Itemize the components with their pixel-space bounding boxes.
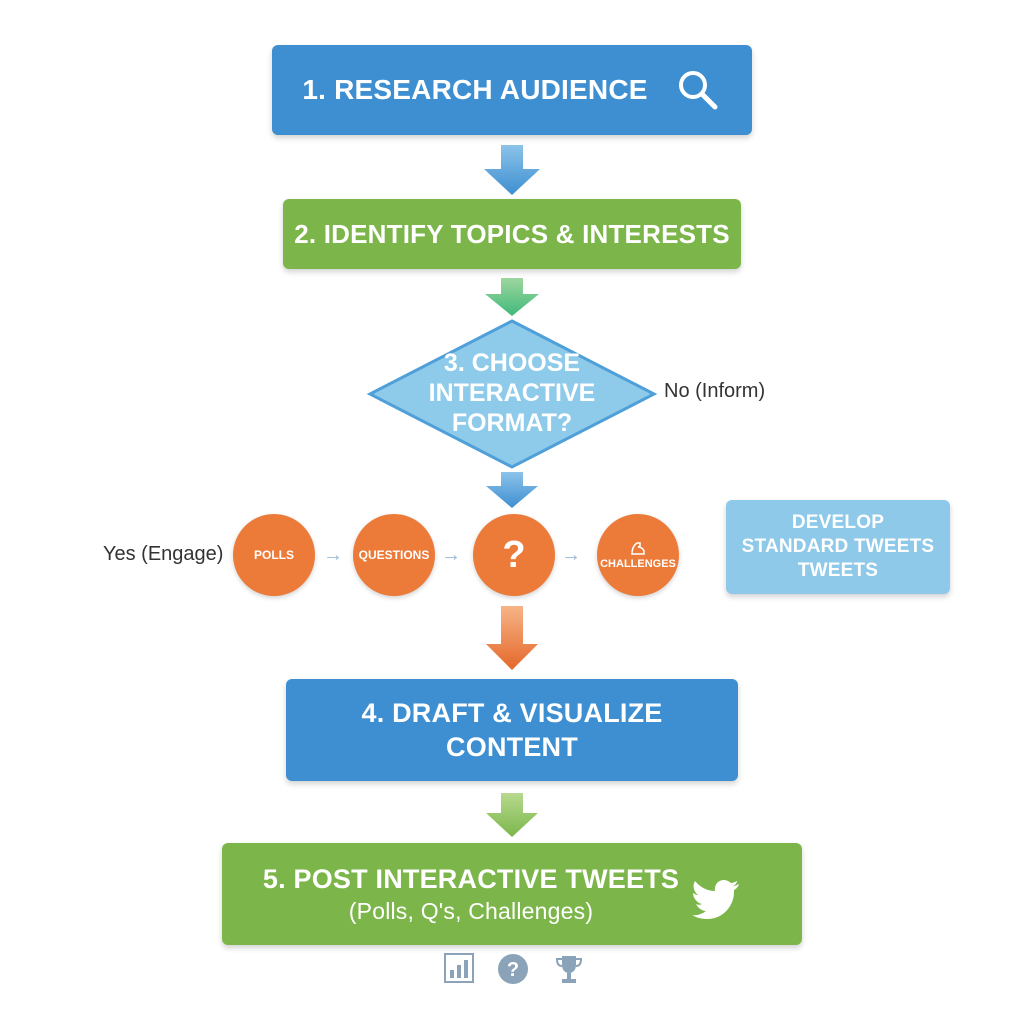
decision-label-line3: FORMAT? — [451, 409, 573, 437]
step-identify-topics-label: 2. IDENTIFY TOPICS & INTERESTS — [294, 218, 730, 249]
svg-text:?: ? — [507, 959, 519, 981]
step-draft-visualize-line1: 4. DRAFT & VISUALIZE — [361, 698, 663, 728]
question-icon: ? — [498, 954, 528, 984]
decision-label-line2: INTERACTIVE — [428, 379, 596, 407]
arrow-polls-to-questions: → — [323, 544, 343, 566]
format-questions: QUESTIONS — [353, 514, 435, 596]
format-questions-label: QUESTIONS — [358, 548, 430, 562]
magnifier-icon — [678, 71, 718, 110]
arrow-4-to-5 — [486, 793, 538, 837]
format-question-mark: ? — [473, 514, 555, 596]
arrow-2-to-3 — [485, 278, 539, 316]
develop-standard-tweets-box: DEVELOP STANDARD TWEETS TWEETS — [726, 500, 950, 594]
bar-chart-icon — [444, 953, 474, 983]
trophy-icon — [555, 956, 583, 983]
format-polls-label: POLLS — [253, 548, 294, 562]
bird-icon — [692, 880, 740, 919]
arrow-formats-to-4 — [486, 606, 538, 670]
decision-diamond — [366, 319, 658, 469]
step-draft-visualize-line2: CONTENT — [446, 732, 578, 762]
step-draft-visualize: 4. DRAFT & VISUALIZE CONTENT — [286, 679, 738, 781]
arrow-3-to-formats — [486, 472, 538, 508]
step-identify-topics: 2. IDENTIFY TOPICS & INTERESTS — [283, 199, 741, 269]
standard-line3: TWEETS — [797, 560, 879, 581]
format-challenges-label: CHALLENGES — [600, 558, 676, 570]
yes-branch-label: Yes (Engage) — [103, 543, 224, 565]
arrow-question-mark-to-challenges: → — [561, 544, 581, 566]
format-challenges: CHALLENGES — [597, 514, 679, 596]
step-post-tweets-line1: 5. POST INTERACTIVE TWEETS — [262, 864, 680, 894]
step-post-tweets-line2: (Polls, Q's, Challenges) — [348, 898, 594, 924]
format-polls: POLLS — [233, 514, 315, 596]
step-post-tweets-text: 5. POST INTERACTIVE TWEETS (Polls, Q's, … — [263, 862, 679, 926]
question-mark-label: ? — [502, 533, 526, 576]
step-research-audience: 1. RESEARCH AUDIENCE — [272, 45, 752, 135]
decision-label-line1: 3. CHOOSE — [443, 349, 581, 377]
decision-label: 3. CHOOSE INTERACTIVE FORMAT? — [400, 348, 624, 438]
step-research-audience-label: 1. RESEARCH AUDIENCE — [302, 74, 648, 105]
standard-line2: STANDARD TWEETS — [741, 536, 935, 557]
step-post-tweets: 5. POST INTERACTIVE TWEETS (Polls, Q's, … — [222, 843, 802, 945]
no-branch-label: No (Inform) — [664, 380, 766, 402]
flexed-arm-icon — [631, 542, 645, 555]
standard-line1: DEVELOP — [791, 512, 885, 533]
arrow-questions-to-question-mark: → — [441, 544, 461, 566]
arrow-1-to-2 — [484, 145, 540, 195]
